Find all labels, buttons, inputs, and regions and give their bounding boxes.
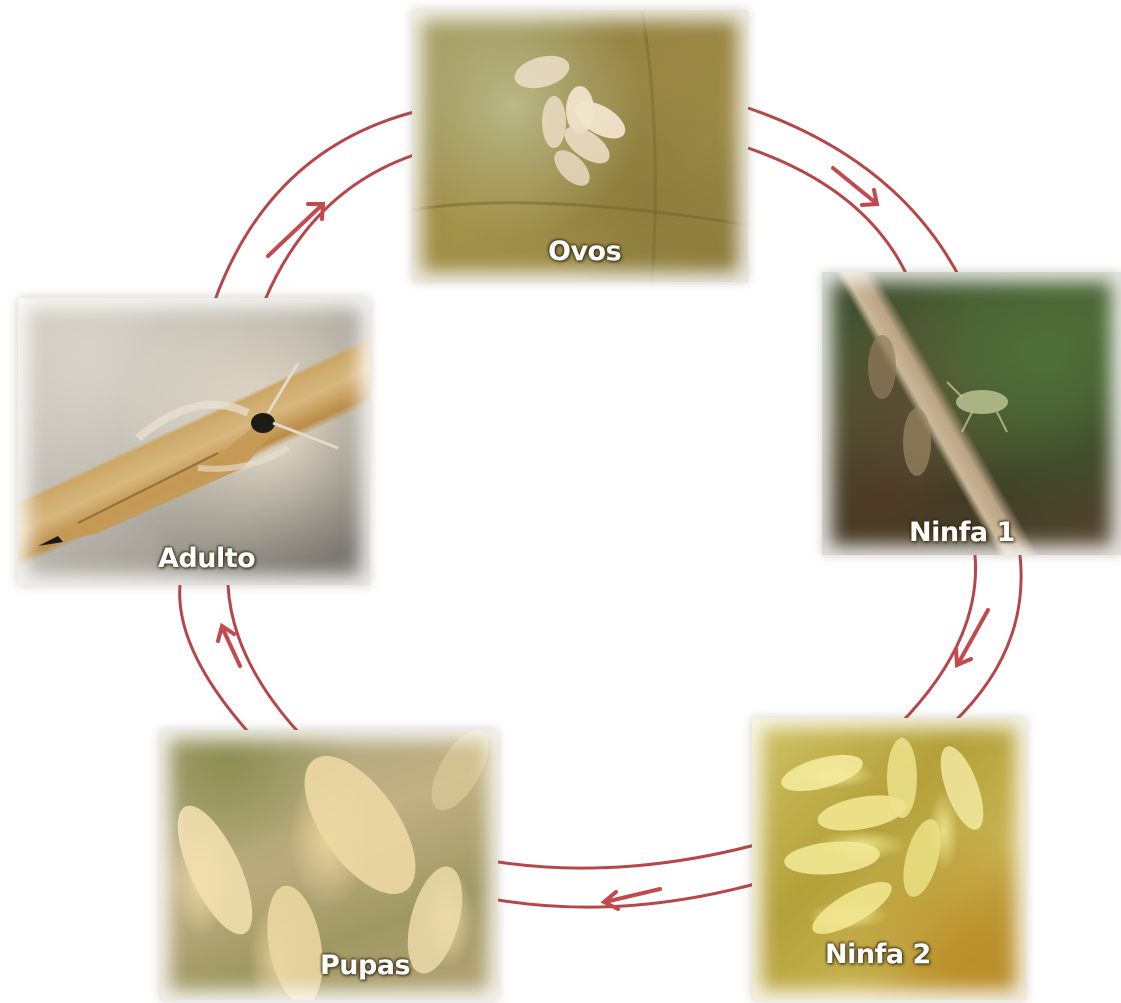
connector-pupas-adulto-outer	[180, 585, 250, 734]
connector-ninfa2-pupas-outer	[498, 845, 755, 868]
stage-label-adult: Adulto	[158, 543, 255, 574]
stage-label-nymph-1: Ninfa 1	[909, 517, 1015, 548]
connector-ninfa1-ninfa2-inner	[900, 555, 976, 724]
nymph-1-icon	[822, 272, 1121, 555]
connector-adulto-ovos-inner	[265, 155, 414, 300]
stage-label-pupae: Pupas	[320, 950, 410, 981]
arrow-adulto-to-ovos	[268, 204, 323, 256]
nymph-1-photo	[822, 272, 1121, 555]
connector-ovos-ninfa1-inner	[748, 148, 910, 282]
stage-label-eggs: Ovos	[548, 236, 621, 267]
connector-ovos-ninfa1-outer	[748, 108, 962, 282]
adult-photo	[18, 298, 370, 585]
connector-ninfa1-ninfa2-outer	[952, 555, 1021, 724]
stage-label-nymph-2: Ninfa 2	[825, 939, 931, 970]
adult-thrips-icon	[18, 298, 370, 585]
